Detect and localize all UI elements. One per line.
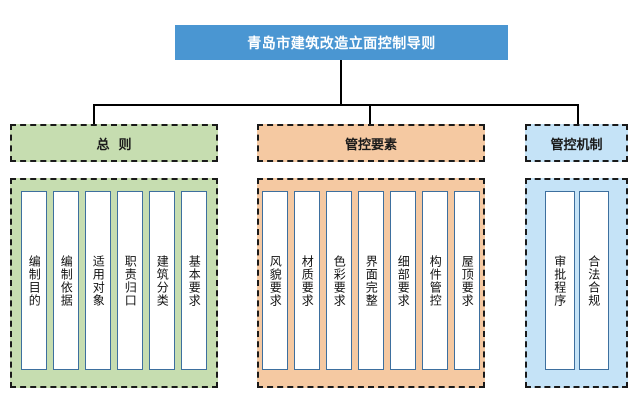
item-card-label: 建筑分类 [155,254,170,307]
item-card-label: 风貌要求 [268,254,283,307]
item-card-label: 合法合规 [586,254,601,307]
group-panel-control-elements: 风貌要求 材质要求 色彩要求 界面完整 细部要求 构件管控 屋顶要求 [257,178,485,388]
group-panel-control-mechanism: 审批程序 合法合规 [525,178,628,388]
item-card-label: 色彩要求 [332,254,347,307]
item-card-label: 细部要求 [396,254,411,307]
item-card-label: 构件管控 [428,254,443,307]
item-card[interactable]: 编制依据 [53,191,79,370]
item-card-label: 基本要求 [187,254,202,307]
connector-horizontal-bus [93,104,579,106]
item-card[interactable]: 编制目的 [21,191,47,370]
item-card[interactable]: 屋顶要求 [454,191,480,370]
item-card[interactable]: 审批程序 [544,191,575,370]
connector-branch-control-mechanism [577,104,579,124]
connector-branch-general-principles [93,104,95,124]
group-header-control-elements[interactable]: 管控要素 [257,124,485,162]
root-node-title: 青岛市建筑改造立面控制导则 [247,35,436,52]
item-card[interactable]: 职责归口 [117,191,143,370]
group-header-label: 管控要素 [344,137,397,153]
item-card-label: 屋顶要求 [460,254,475,307]
item-card-label: 编制依据 [59,254,74,307]
item-card-label: 适用对象 [91,254,106,307]
item-card[interactable]: 适用对象 [85,191,111,370]
item-card[interactable]: 风貌要求 [262,191,288,370]
item-card[interactable]: 材质要求 [294,191,320,370]
item-card-label: 职责归口 [123,254,138,307]
item-card[interactable]: 界面完整 [358,191,384,370]
connector-root-vertical [340,60,342,105]
item-card[interactable]: 建筑分类 [149,191,175,370]
group-header-general-principles[interactable]: 总 则 [10,124,218,162]
item-card[interactable]: 色彩要求 [326,191,352,370]
item-card[interactable]: 合法合规 [578,191,609,370]
item-card[interactable]: 基本要求 [181,191,207,370]
connector-branch-control-elements [369,104,371,124]
group-panel-general-principles: 编制目的 编制依据 适用对象 职责归口 建筑分类 基本要求 [10,178,218,388]
item-card-label: 材质要求 [300,254,315,307]
item-card[interactable]: 构件管控 [422,191,448,370]
group-header-control-mechanism[interactable]: 管控机制 [525,124,628,162]
group-header-label: 管控机制 [550,137,603,153]
item-card-label: 界面完整 [364,254,379,307]
group-header-label: 总 则 [96,137,132,153]
item-card-label: 编制目的 [27,254,42,307]
item-card[interactable]: 细部要求 [390,191,416,370]
root-node[interactable]: 青岛市建筑改造立面控制导则 [175,25,508,60]
item-card-label: 审批程序 [552,254,567,307]
